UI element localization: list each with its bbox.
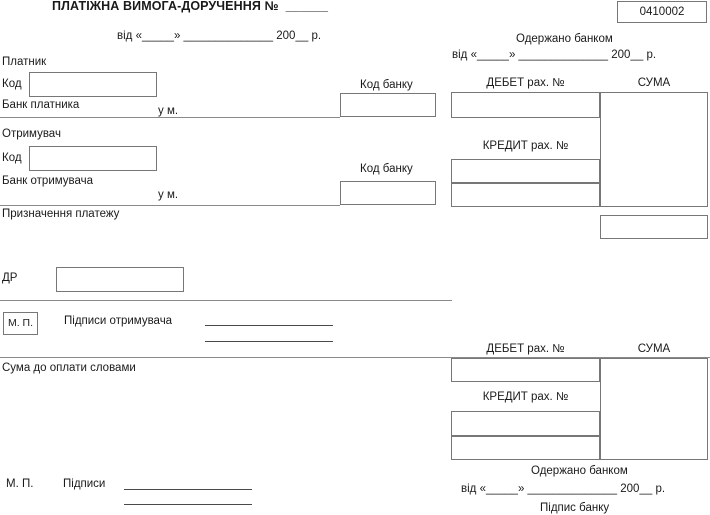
payer-stamp-label: М. П. — [6, 478, 34, 490]
accounts-bottom-credit-input-2[interactable] — [451, 436, 600, 460]
payer-bank-label: Банк платника — [2, 99, 80, 111]
receiver-stamp-box — [3, 312, 38, 335]
accounts-top-sum-label: СУМА — [637, 77, 671, 89]
receiver-bank-code-label: Код банку — [360, 163, 413, 175]
purpose-block-divider — [0, 300, 452, 301]
document-date-line[interactable]: від «_____» ______________ 200__ р. — [117, 30, 322, 42]
document-title: ПЛАТІЖНА ВИМОГА-ДОРУЧЕННЯ № ______ — [52, 0, 329, 13]
receiver-signature-line-1[interactable] — [205, 325, 333, 327]
accounts-top-total-input[interactable] — [600, 215, 708, 239]
receiver-bank-code-input[interactable] — [340, 181, 436, 205]
form-code-value: 0410002 — [639, 6, 685, 18]
bank-signature-label: Підпис банку — [540, 502, 610, 514]
amount-words-label: Сума до оплати словами — [2, 362, 136, 374]
accounts-bottom-credit-input-1[interactable] — [451, 411, 600, 436]
bank-received-top-heading: Одержано банком — [516, 33, 613, 45]
accounts-bottom-sum-input[interactable] — [600, 358, 708, 460]
payer-block-divider — [0, 117, 340, 118]
payer-signature-line-2[interactable] — [124, 504, 252, 506]
receiver-code-label: Код — [2, 152, 22, 164]
payer-code-input[interactable] — [29, 72, 157, 97]
payer-bank-code-label: Код банку — [360, 79, 413, 91]
receiver-signatures-label: Підписи отримувача — [64, 315, 173, 327]
accounts-top-credit-input-2[interactable] — [451, 183, 600, 207]
payer-label: Платник — [2, 56, 47, 68]
accounts-bottom-debit-input[interactable] — [451, 358, 600, 382]
accounts-bottom-credit-label: КРЕДИТ рах. № — [482, 391, 569, 403]
receiver-block-divider — [0, 205, 340, 206]
receiver-code-input[interactable] — [29, 146, 157, 171]
dr-label: ДР — [2, 272, 18, 284]
payer-bank-city-label: у м. — [158, 105, 179, 117]
form-code-box — [617, 1, 707, 23]
receiver-stamp-label: М. П. — [7, 317, 34, 329]
bank-received-bottom-heading: Одержано банком — [531, 465, 628, 477]
dr-input[interactable] — [56, 267, 184, 292]
receiver-bank-city-label: у м. — [158, 189, 179, 201]
receiver-label: Отримувач — [2, 128, 61, 140]
accounts-bottom-sum-label: СУМА — [637, 343, 671, 355]
accounts-top-debit-input[interactable] — [451, 92, 600, 118]
accounts-top-debit-label: ДЕБЕТ рах. № — [486, 77, 565, 89]
accounts-bottom-debit-label: ДЕБЕТ рах. № — [486, 343, 565, 355]
purpose-label: Призначення платежу — [2, 208, 120, 220]
amount-section-top-divider — [0, 357, 710, 358]
payer-signatures-label: Підписи — [63, 478, 106, 490]
receiver-signature-line-2[interactable] — [205, 341, 333, 343]
payer-code-label: Код — [2, 78, 22, 90]
receiver-bank-label: Банк отримувача — [2, 175, 94, 187]
payer-bank-code-input[interactable] — [340, 93, 436, 117]
payer-signature-line-1[interactable] — [124, 489, 252, 491]
bank-received-top-date-line[interactable]: від «_____» ______________ 200__ р. — [452, 49, 657, 61]
accounts-top-credit-input-1[interactable] — [451, 159, 600, 183]
accounts-top-sum-input[interactable] — [600, 92, 708, 207]
bank-received-bottom-date-line[interactable]: від «_____» ______________ 200__ р. — [461, 483, 666, 495]
accounts-top-credit-label: КРЕДИТ рах. № — [482, 140, 569, 152]
